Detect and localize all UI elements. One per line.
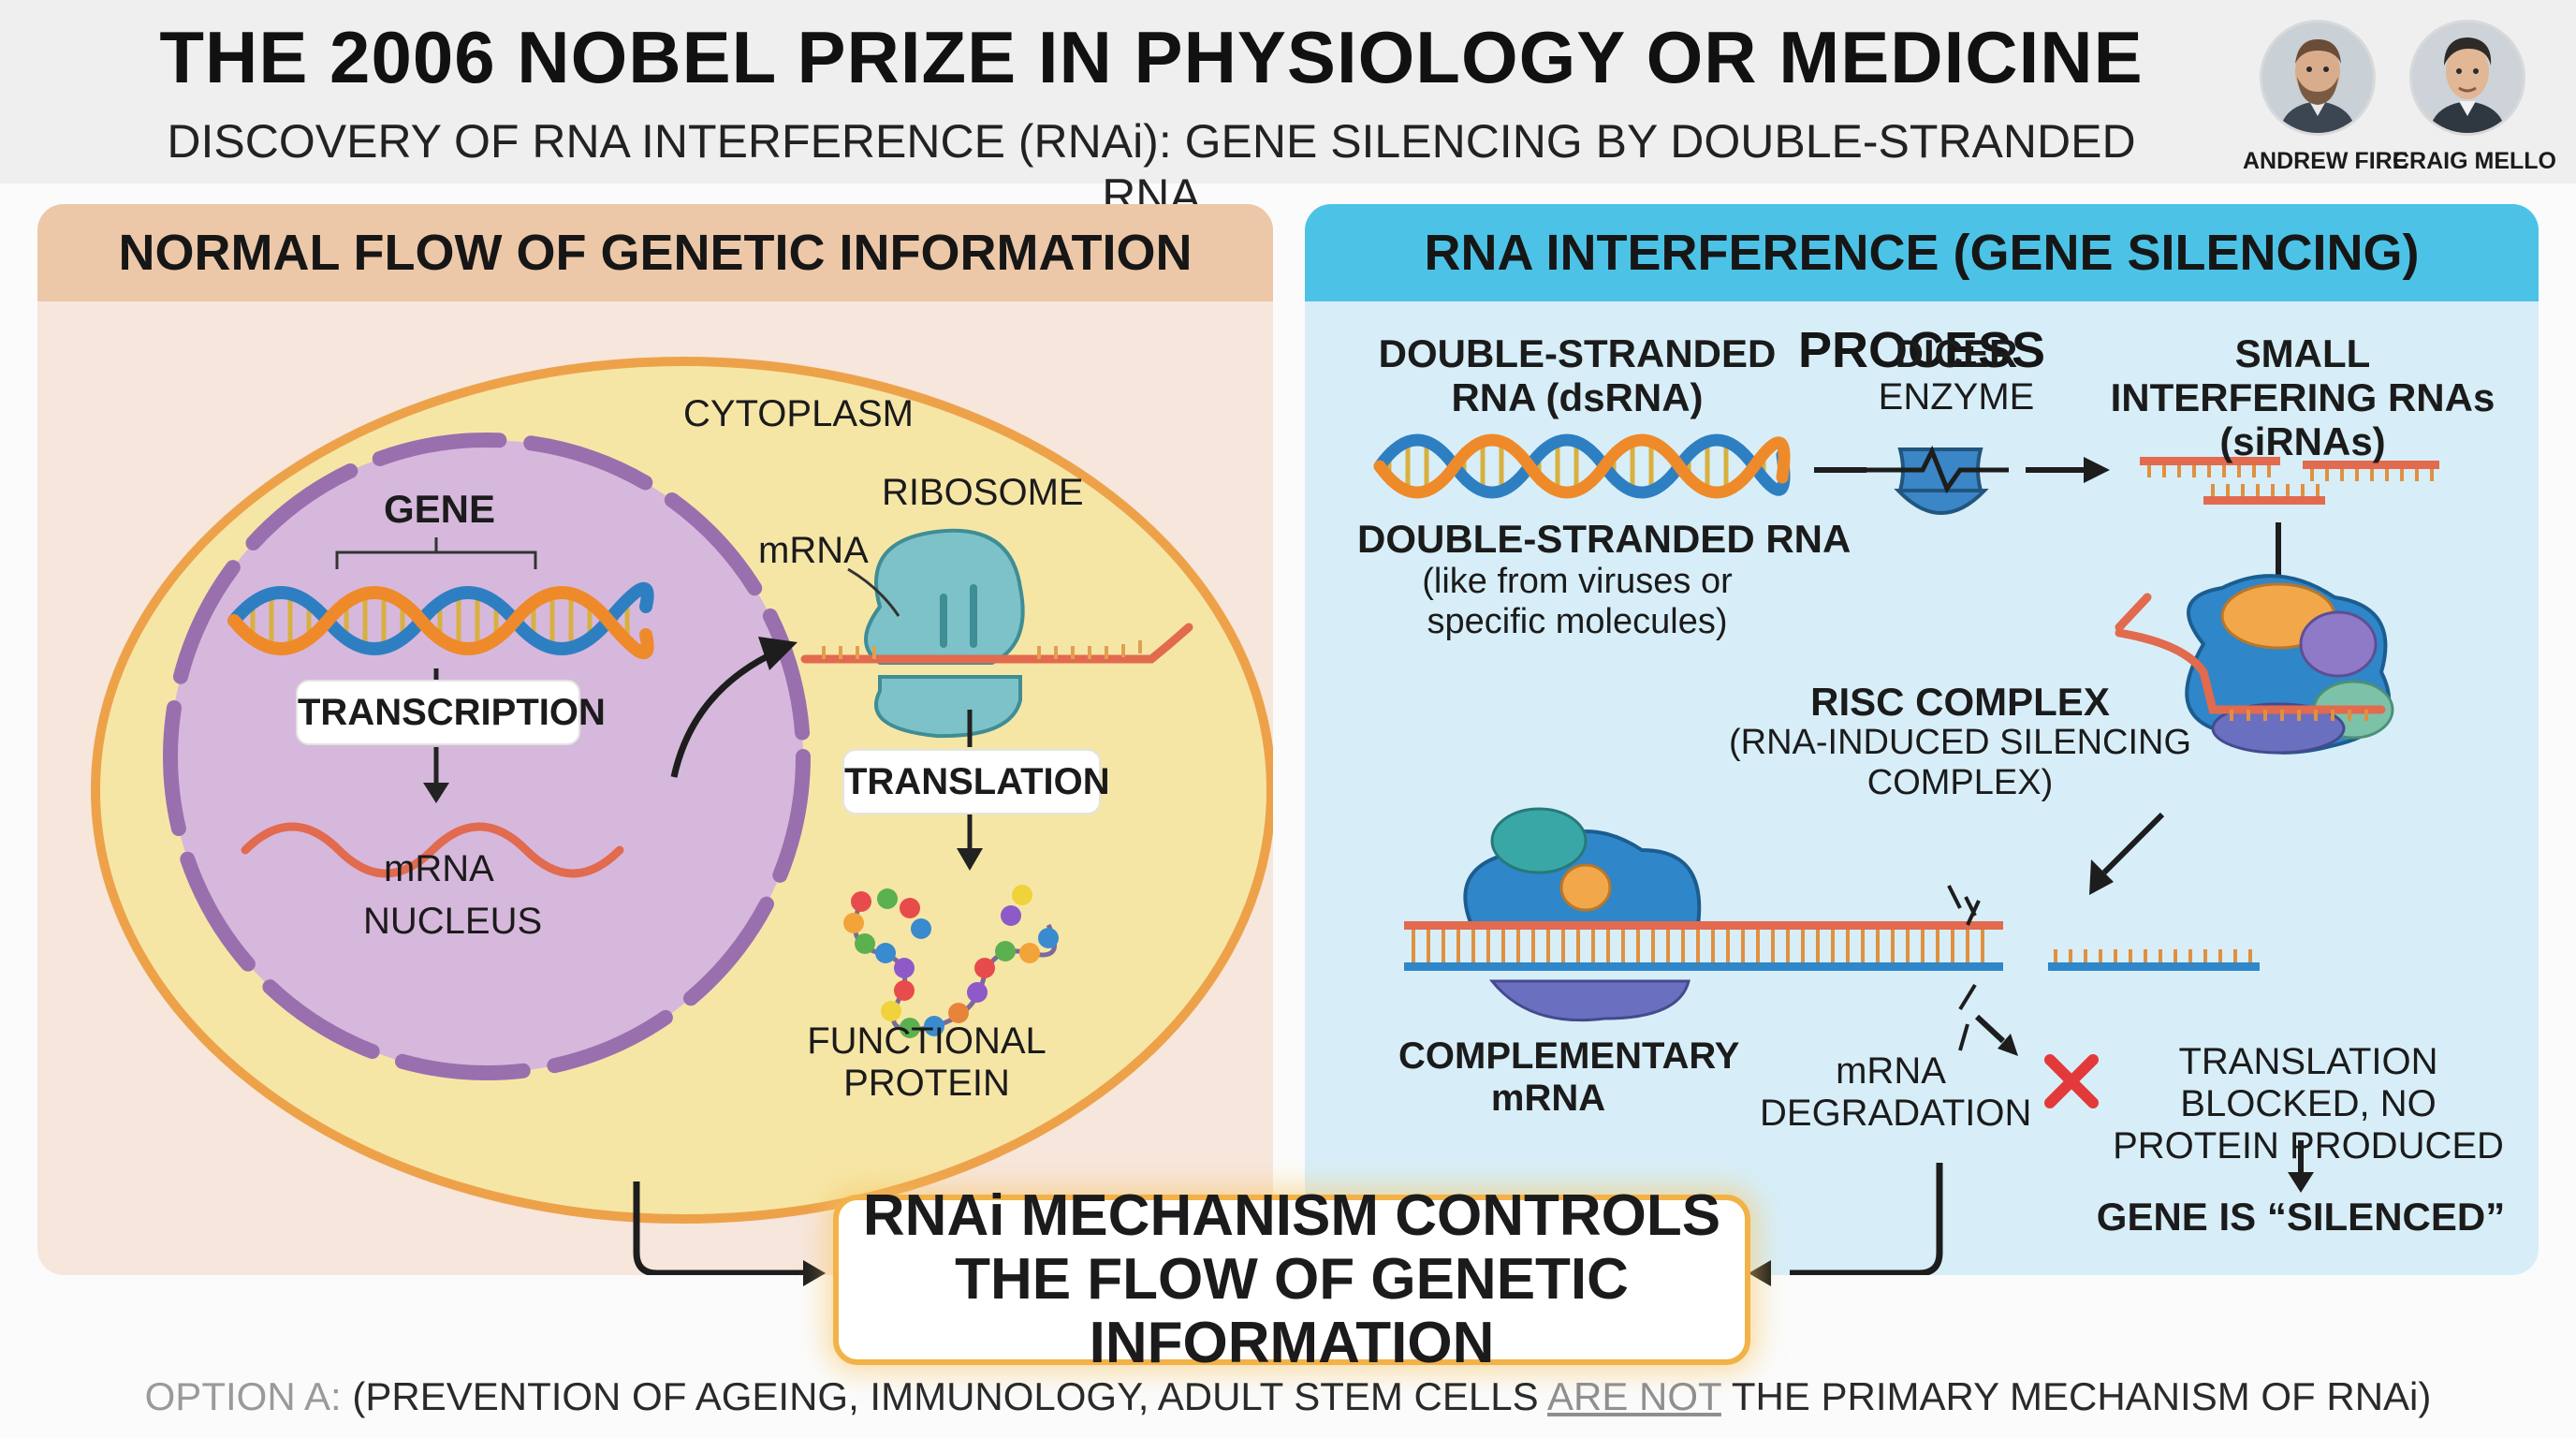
nucleus-mrna-strand	[241, 822, 624, 878]
transcription-arrow-icon	[423, 783, 449, 803]
conclusion-box: RNAi MECHANISM CONTROLS THE FLOW OF GENE…	[833, 1184, 1750, 1375]
translation-arrow-icon	[957, 848, 983, 871]
rnai-process-diagram	[1373, 433, 2439, 1275]
transcription-label: TRANSCRIPTION	[296, 680, 606, 745]
header: THE 2006 NOBEL PRIZE IN PHYSIOLOGY OR ME…	[0, 0, 2576, 222]
risc-subtitle: (RNA-INDUCED SILENCING COMPLEX)	[1728, 723, 2192, 802]
dsrna-note: (like from viruses or specific molecules…	[1422, 562, 1733, 641]
silenced-arrow-icon	[2288, 1172, 2314, 1193]
andrew-fire-portrait	[2262, 22, 2373, 133]
cytoplasm-label: CYTOPLASM	[683, 393, 914, 434]
sirna-title: SMALL INTERFERING RNAs (siRNAs)	[2110, 331, 2496, 464]
gene-dna-helix-icon	[227, 581, 654, 660]
mrna-degradation-label: mRNA DEGRADATION	[1760, 1050, 2032, 1134]
footnote-emphasis: ARE NOT	[1546, 1374, 1721, 1418]
footnote-prefix: OPTION A:	[144, 1374, 342, 1418]
laureate-name: ANDREW FIRE	[2243, 148, 2408, 174]
dicer-subtitle: ENZYME	[1878, 376, 2035, 418]
page-subtitle: DISCOVERY OF RNA INTERFERENCE (RNAi): GE…	[167, 115, 2136, 222]
sirna-fragments-icon	[2140, 457, 2439, 505]
functional-protein-icon	[843, 885, 1059, 1038]
dsrna-helix-icon	[1373, 433, 1791, 499]
risc-title: RISC COMPLEX	[1810, 680, 2110, 724]
cleavage-mark-icon	[1947, 885, 1981, 1051]
dicer-title: DICER	[1895, 331, 2018, 375]
degradation-arrow-icon	[1998, 1034, 2018, 1056]
rnai-process-heading: RNA INTERFERENCE (GENE SILENCING) PROCES…	[1305, 204, 2539, 378]
laureate-andrew-fire: ANDREW FIRE	[2243, 22, 2408, 175]
nucleus-label: NUCLEUS	[363, 901, 543, 942]
ribosome-label: RIBOSOME	[882, 472, 1084, 513]
left-to-conclusion-arrow-icon	[803, 1260, 826, 1286]
nucleus-mrna-label: mRNA	[384, 848, 494, 889]
export-arrow-icon	[758, 637, 798, 670]
risc-complex-icon	[2115, 574, 2394, 755]
normal-flow-heading: NORMAL FLOW OF GENETIC INFORMATION	[37, 204, 1273, 301]
functional-protein-label: FUNCTIONAL PROTEIN	[807, 1020, 1046, 1104]
nuclear-envelope	[163, 433, 811, 1080]
dicer-enzyme-icon	[1866, 445, 2009, 515]
risc-on-mrna-icon	[1463, 807, 1702, 1022]
cytoplasm-mrna-label: mRNA	[758, 530, 869, 571]
page-title: THE 2006 NOBEL PRIZE IN PHYSIOLOGY OR ME…	[159, 16, 2144, 98]
rnai-process-panel: RNA INTERFERENCE (GENE SILENCING) PROCES…	[1305, 204, 2539, 1275]
normal-flow-diagram	[91, 357, 1273, 1275]
footnote-part2: THE PRIMARY MECHANISM OF RNAi)	[1731, 1374, 2432, 1418]
translation-label: TRANSLATION	[842, 749, 1110, 814]
footnote-part1: (PREVENTION OF AGEING, IMMUNOLOGY, ADULT…	[352, 1374, 1539, 1418]
complementary-mrna-label: COMPLEMENTARY mRNA	[1398, 1035, 1740, 1119]
laureate-name: CRAIG MELLO	[2393, 148, 2556, 174]
translation-blocked-label: TRANSLATION BLOCKED, NO PROTEIN PRODUCED	[2113, 1041, 2504, 1167]
complementary-mrna-strand	[1404, 921, 2260, 971]
normal-flow-panel: NORMAL FLOW OF GENETIC INFORMATION	[37, 204, 1273, 1275]
laureate-craig-mello: CRAIG MELLO	[2393, 22, 2556, 175]
dicer-to-sirna-arrow-icon	[2084, 457, 2110, 483]
footnote: OPTION A: (PREVENTION OF AGEING, IMMUNOL…	[0, 1374, 2576, 1419]
risc-to-mrna-arrow-icon	[2089, 859, 2114, 895]
blocked-x-icon	[2044, 1054, 2099, 1108]
dsrna-caption: DOUBLE-STRANDED RNA	[1357, 517, 1852, 561]
craig-mello-portrait	[2412, 22, 2523, 133]
ribosome-icon	[864, 528, 1025, 739]
cytoplasm-mrna-strand	[800, 623, 1193, 664]
right-to-conclusion-arrow-icon	[1749, 1260, 1771, 1286]
gene-silenced-label: GENE IS “SILENCED”	[2096, 1195, 2506, 1239]
dsrna-title: DOUBLE-STRANDED RNA (dsRNA)	[1378, 331, 1777, 420]
gene-label: GENE	[384, 487, 496, 531]
conclusion-text: RNAi MECHANISM CONTROLS THE FLOW OF GENE…	[862, 1183, 1721, 1375]
